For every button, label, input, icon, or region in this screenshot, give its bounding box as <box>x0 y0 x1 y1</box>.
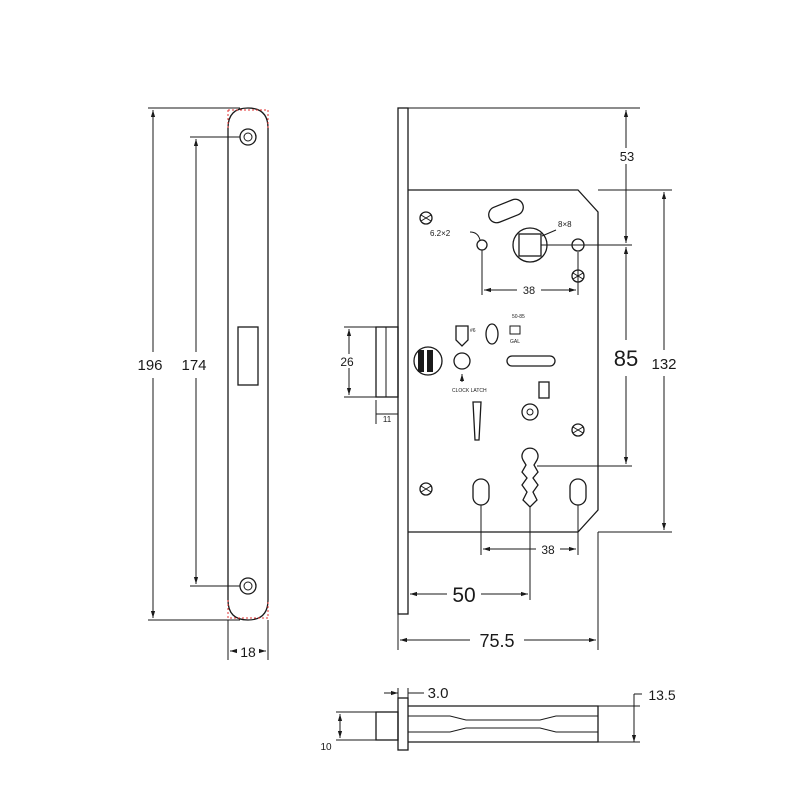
top-view-channel <box>408 715 598 733</box>
lower-oval-hole-left <box>472 478 490 506</box>
top-view-case <box>408 705 599 743</box>
lower-oval-hole-right <box>569 478 587 506</box>
dim-label-top-offset: 53 <box>620 149 634 164</box>
dim-label-screw-spacing: 174 <box>181 357 206 374</box>
dim-label-latch-projection: 11 <box>383 415 392 424</box>
dim-label-faceplate-width: 18 <box>240 644 256 660</box>
label-marking-a: #6 <box>470 328 476 334</box>
spindle-square <box>518 233 542 257</box>
lock-case-body <box>408 189 599 533</box>
indicator-oval <box>485 323 499 345</box>
faceplate-corner-marker-top <box>227 109 269 128</box>
dim-label-case-height: 132 <box>651 356 676 373</box>
dim-label-case-thickness: 13.5 <box>648 687 675 703</box>
lock-case-side-view: 6.2×2 8×8 38 #6 50-85 GAL CLOCK LATCH <box>336 107 677 651</box>
case-screw-top-left <box>419 211 433 225</box>
dim-label-background <box>536 542 560 556</box>
dim-label-faceplate-height: 196 <box>137 357 162 374</box>
top-view-latch <box>375 711 399 741</box>
spindle-leader <box>541 229 557 237</box>
dim-label-lower-hole-spacing: 38 <box>541 543 555 557</box>
dim-label-case-depth: 75.5 <box>479 631 514 651</box>
faceplate-corner-marker-bottom <box>227 600 269 619</box>
follower-lower <box>521 403 539 421</box>
faceplate-screw-hole-top-inner <box>243 132 253 142</box>
faceplate-outline <box>227 107 269 621</box>
marking-box <box>509 325 521 335</box>
case-screw-mid-right <box>571 423 585 437</box>
dim-label-background <box>447 581 481 605</box>
label-marking-b: CLOCK LATCH <box>452 388 487 394</box>
label-spindle-size: 8×8 <box>558 220 572 229</box>
top-view-front-plate <box>397 697 409 751</box>
faceplate-latch-opening <box>237 326 259 386</box>
dim-label-follower-to-key: 85 <box>614 346 638 371</box>
dim-label-bolt-thickness: 10 <box>320 742 332 753</box>
dim-label-latch-height: 26 <box>340 355 354 369</box>
faceplate-screw-hole-top <box>239 128 257 146</box>
dim-label-background <box>616 148 638 164</box>
dim-label-background <box>470 628 524 650</box>
faceplate-screw-hole-bottom-inner <box>243 581 253 591</box>
label-marking-c: GAL <box>510 339 520 345</box>
upper-slot <box>488 198 524 224</box>
bolt-slot <box>506 355 556 367</box>
latch-bolt <box>375 326 399 398</box>
latch-lever-detail <box>455 325 469 347</box>
latch-cam <box>413 346 443 376</box>
pin-hole <box>476 239 488 251</box>
label-pin-size: 6.2×2 <box>430 229 451 238</box>
dim-label-upper-hole-spacing: 38 <box>523 285 535 297</box>
dim-label-backset: 50 <box>452 584 475 607</box>
dim-label-background <box>517 283 541 296</box>
lock-top-view: 3.0 13.5 10 <box>320 685 675 753</box>
small-window <box>538 381 550 399</box>
narrow-slot <box>472 401 482 441</box>
front-plate <box>397 107 409 615</box>
dim-label-plate-thickness: 3.0 <box>428 685 449 702</box>
latch-pivot <box>453 352 471 370</box>
euro-cylinder-keyhole <box>521 447 539 508</box>
faceplate-screw-hole-bottom <box>239 577 257 595</box>
dim-label-background <box>237 643 259 659</box>
latch-cam-tooth <box>418 350 424 372</box>
case-screw-bottom-left <box>419 482 433 496</box>
pin-leader <box>469 231 481 241</box>
follower-lower-inner <box>526 408 534 416</box>
faceplate-view: 196 174 18 <box>137 107 269 660</box>
latch-cam-tooth <box>427 350 433 372</box>
dim-label-background <box>336 354 358 368</box>
label-model-range: 50-85 <box>512 314 525 320</box>
